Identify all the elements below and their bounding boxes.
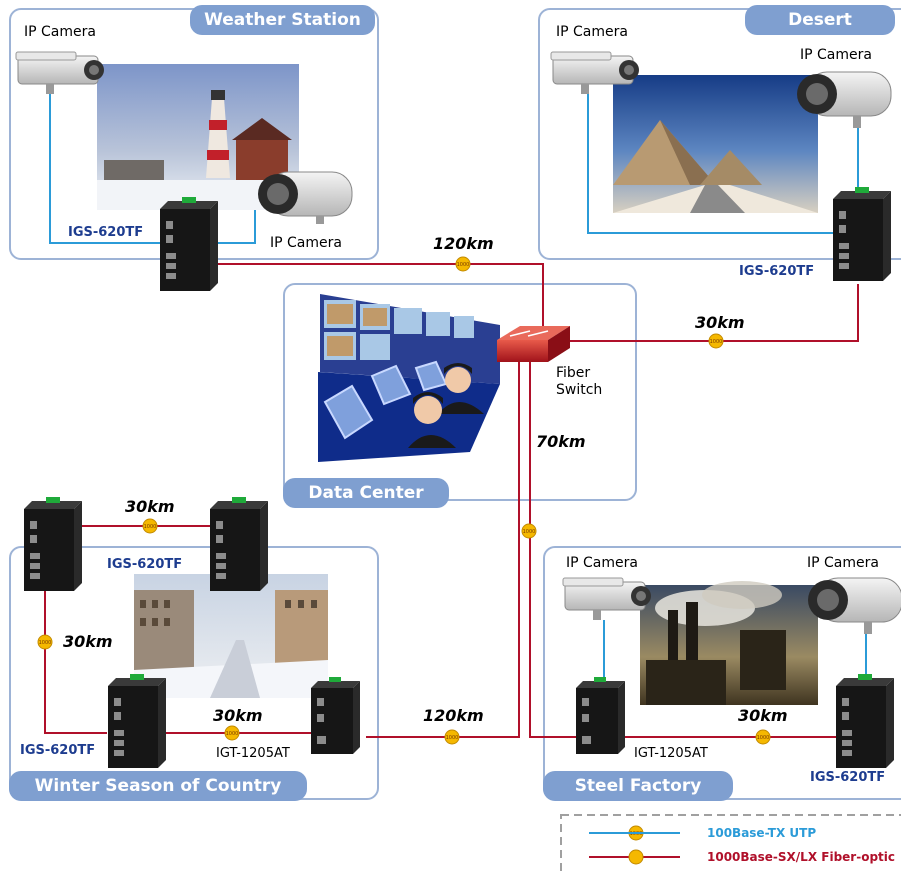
data-center-tab: Data Center bbox=[283, 478, 449, 508]
igt-model-label: IGT-1205AT bbox=[216, 746, 290, 761]
distance-label: 30km bbox=[213, 706, 263, 725]
utp-links bbox=[49, 90, 867, 688]
distance-label: 30km bbox=[738, 706, 788, 725]
data-center-illustration bbox=[318, 294, 500, 462]
switch-model-label: IGS-620TF bbox=[107, 557, 183, 572]
steel-factory-tab: Steel Factory bbox=[543, 771, 733, 801]
legend bbox=[560, 814, 901, 876]
badge-text: 1000 bbox=[457, 262, 470, 268]
ip-camera-label: IP Camera bbox=[566, 555, 638, 571]
ip-camera-label: IP Camera bbox=[270, 235, 342, 251]
bullet-camera-icon bbox=[258, 71, 901, 634]
badge-text: 1000 bbox=[757, 735, 770, 741]
badge-text: 1000 bbox=[144, 524, 157, 530]
fiber-links bbox=[44, 263, 859, 738]
distance-label: 30km bbox=[63, 632, 113, 651]
switch-model-label: IGS-620TF bbox=[739, 264, 815, 279]
legend-fiber-label: 1000Base-SX/LX Fiber-optic bbox=[707, 850, 895, 864]
ip-camera-label: IP Camera bbox=[24, 24, 96, 40]
fiber-switch-icon bbox=[497, 326, 570, 362]
badge-text: 1000 bbox=[446, 735, 459, 741]
desert-photo bbox=[613, 75, 818, 213]
distance-label: 30km bbox=[695, 313, 745, 332]
distance-label: 120km bbox=[433, 234, 494, 253]
winter-photo bbox=[134, 574, 328, 698]
ip-camera-label: IP Camera bbox=[800, 47, 872, 63]
ip-camera-label: IP Camera bbox=[556, 24, 628, 40]
badge-text: 1000 bbox=[710, 339, 723, 345]
igt-model-label: IGT-1205AT bbox=[634, 746, 708, 761]
badge-text: 1000 bbox=[523, 529, 536, 535]
distance-label: 120km bbox=[423, 706, 484, 725]
ip-camera-icon bbox=[15, 51, 651, 620]
industrial-switch-icon bbox=[24, 187, 894, 768]
badge-text: 1000 bbox=[226, 731, 239, 737]
distance-label: 70km bbox=[536, 432, 586, 451]
switch-model-label: IGS-620TF bbox=[20, 743, 96, 758]
fiber-switch-label: Fiber Switch bbox=[556, 365, 603, 398]
badge-text: 1000 bbox=[39, 640, 52, 646]
ip-camera-label: IP Camera bbox=[807, 555, 879, 571]
distance-label: 30km bbox=[125, 497, 175, 516]
weather-station-tab: Weather Station bbox=[190, 5, 375, 35]
switch-model-label: IGS-620TF bbox=[68, 225, 144, 240]
winter-tab: Winter Season of Country bbox=[9, 771, 307, 801]
switch-model-label: IGS-620TF bbox=[810, 770, 886, 785]
steel-photo bbox=[640, 581, 818, 705]
operators bbox=[408, 363, 484, 448]
legend-utp-label: 100Base-TX UTP bbox=[707, 826, 817, 840]
desert-tab: Desert bbox=[745, 5, 895, 35]
